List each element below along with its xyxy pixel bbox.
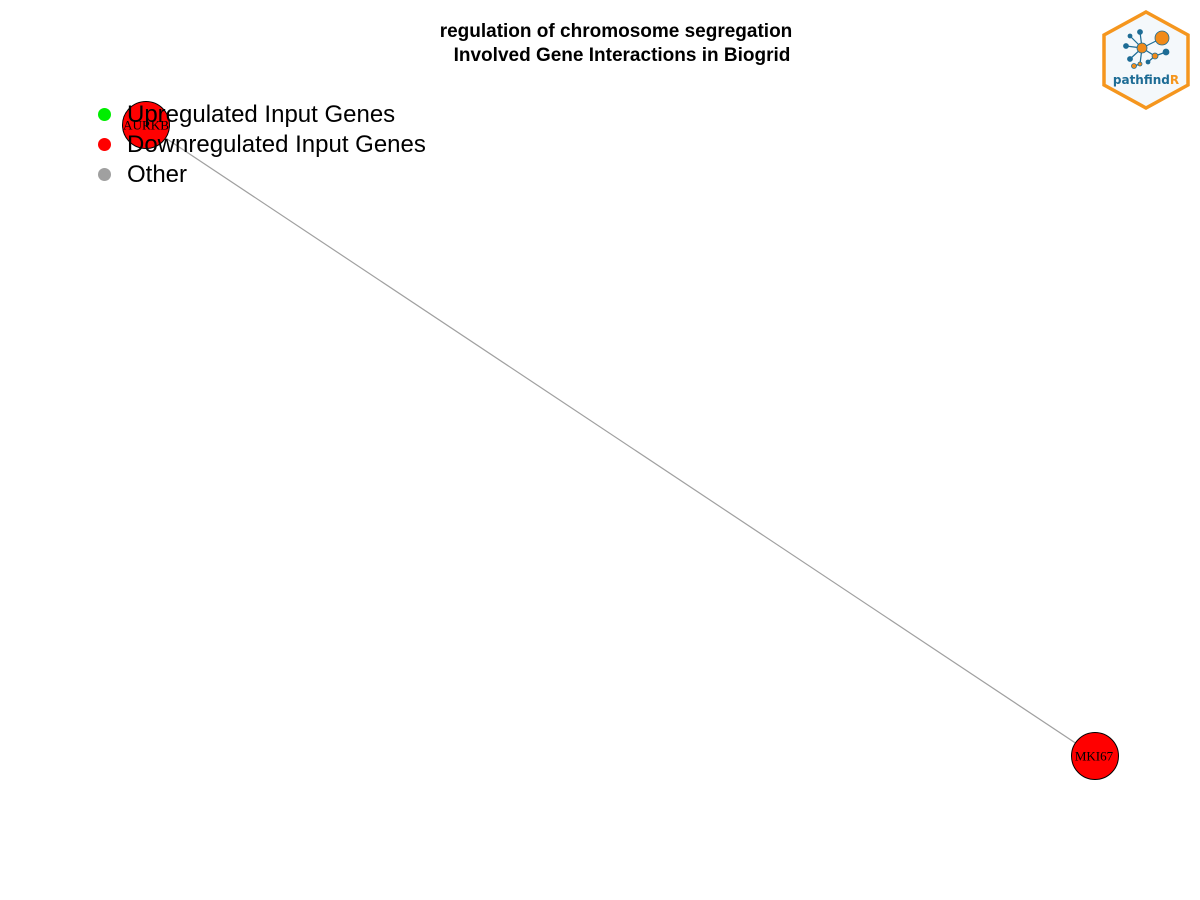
node-label-mki67: MKI67 bbox=[1075, 749, 1114, 764]
plot-title-line-2: Involved Gene Interactions in Biogrid bbox=[453, 45, 791, 66]
legend-label-upregulated: Upregulated Input Genes bbox=[127, 101, 396, 128]
logo-text-main: pathfind bbox=[1113, 73, 1170, 87]
node-aurkb: AURKB bbox=[122, 101, 170, 149]
network-icon-nodes bbox=[1123, 29, 1170, 69]
node-mki67: MKI67 bbox=[1071, 732, 1119, 780]
legend-dot-upregulated bbox=[98, 107, 111, 121]
legend-item-upregulated: Upregulated Input Genes bbox=[98, 100, 426, 130]
legend-item-other: Other bbox=[98, 160, 426, 190]
plot-title-line-1: regulation of chromosome segregation bbox=[439, 21, 793, 42]
legend-dot-other bbox=[98, 167, 111, 181]
legend-dot-downregulated bbox=[98, 137, 111, 151]
legend: Upregulated Input Genes Downregulated In… bbox=[98, 100, 426, 190]
logo-text: pathfindR bbox=[1113, 73, 1179, 87]
pathfindr-logo: pathfindR bbox=[1102, 10, 1190, 110]
legend-label-other: Other bbox=[127, 161, 188, 188]
legend-item-downregulated: Downregulated Input Genes bbox=[98, 130, 426, 160]
node-label-aurkb: AURKB bbox=[123, 118, 169, 133]
logo-text-accent: R bbox=[1170, 73, 1179, 87]
edge-aurkb-mki67 bbox=[145, 124, 1096, 757]
legend-label-downregulated: Downregulated Input Genes bbox=[127, 131, 426, 158]
